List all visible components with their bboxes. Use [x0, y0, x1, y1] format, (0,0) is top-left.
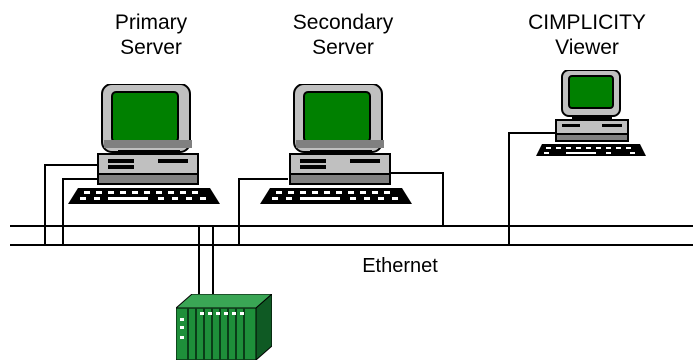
plc-rack: [176, 294, 272, 360]
secondary-drop-a-vertical: [238, 178, 240, 246]
primary-drop-b-horizontal: [62, 178, 100, 180]
secondary-server-computer: [260, 84, 412, 206]
ethernet-bus-top-line: [10, 225, 693, 227]
viewer-drop-vertical: [508, 132, 510, 246]
plc-rack-icon: [176, 294, 272, 360]
ethernet-label: Ethernet: [362, 255, 438, 277]
secondary-server-label: Secondary Server: [258, 10, 428, 60]
primary-drop-a-horizontal: [44, 164, 100, 166]
cimplicity-viewer-label: CIMPLICITY Viewer: [502, 10, 672, 60]
ethernet-bus-bottom-line: [10, 244, 693, 246]
secondary-drop-a-horizontal: [238, 178, 288, 180]
secondary-drop-b-vertical: [442, 172, 444, 227]
cimplicity-viewer-computer: [536, 70, 646, 158]
desktop-computer-icon: [68, 84, 220, 204]
plc-drop-a-vertical: [198, 225, 200, 297]
primary-server-label-line2: Server: [120, 36, 182, 59]
desktop-computer-icon: [536, 70, 646, 156]
primary-server-computer: [68, 84, 220, 206]
secondary-server-label-line1: Secondary: [292, 11, 394, 34]
primary-drop-b-vertical: [62, 178, 64, 246]
viewer-drop-horizontal: [508, 132, 558, 134]
primary-drop-a-vertical: [44, 164, 46, 246]
primary-server-label: Primary Server: [86, 10, 216, 60]
secondary-server-label-line2: Server: [312, 36, 374, 59]
desktop-computer-icon: [260, 84, 412, 204]
cimplicity-viewer-label-line1: CIMPLICITY: [528, 11, 646, 34]
secondary-drop-b-horizontal: [382, 172, 444, 174]
plc-drop-b-vertical: [212, 225, 214, 297]
cimplicity-viewer-label-line2: Viewer: [555, 36, 619, 59]
primary-server-label-line1: Primary: [114, 11, 188, 34]
